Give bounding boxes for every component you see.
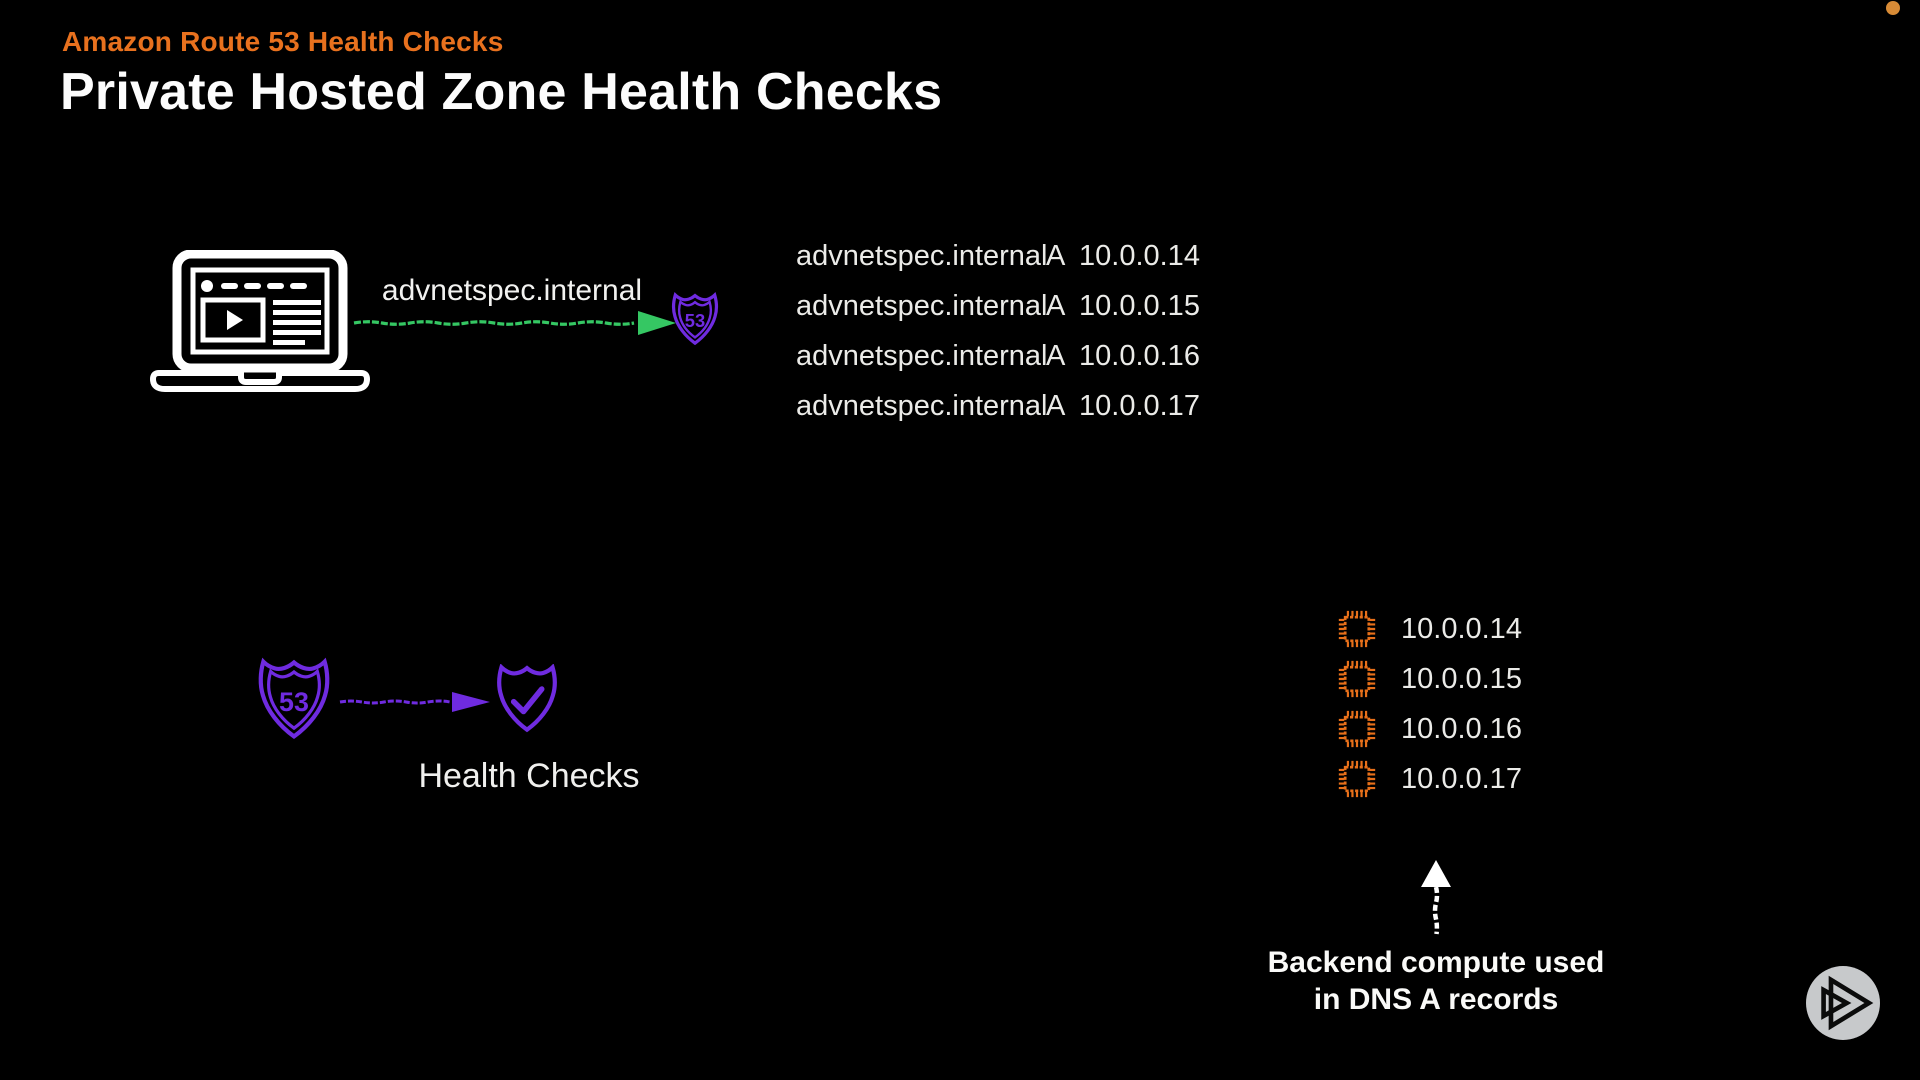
backend-host-ip: 10.0.0.15 [1401, 662, 1522, 695]
backend-host-row: 10.0.0.14 [1337, 604, 1522, 654]
dns-query-arrow-icon [352, 306, 682, 340]
backend-host-ip: 10.0.0.16 [1401, 712, 1522, 745]
backend-caption-line1: Backend compute used [1267, 946, 1605, 979]
backend-host-ip: 10.0.0.14 [1401, 612, 1522, 645]
cpu-chip-icon [1338, 760, 1376, 798]
cpu-chip-icon [1338, 660, 1376, 698]
route53-shield-icon-large: 53 [252, 656, 336, 748]
route53-badge-number: 53 [279, 687, 309, 717]
record-type: A [1046, 239, 1066, 272]
record-name: advnetspec.internal [796, 339, 1048, 372]
pluralsight-logo-button[interactable] [1806, 966, 1880, 1040]
record-name: advnetspec.internal [796, 239, 1048, 272]
cpu-chip-icon [1338, 710, 1376, 748]
up-arrow-icon [1418, 860, 1454, 936]
dns-record-row: advnetspec.internal A 10.0.0.16 [796, 331, 1200, 381]
kicker: Amazon Route 53 Health Checks [62, 26, 504, 57]
record-value: 10.0.0.15 [1079, 289, 1200, 322]
backend-caption: Backend compute used in DNS A records [1256, 944, 1616, 1018]
route53-badge-number: 53 [685, 310, 705, 331]
backend-host-row: 10.0.0.16 [1337, 704, 1522, 754]
dns-query-domain-label: advnetspec.internal [381, 274, 643, 307]
record-name: advnetspec.internal [796, 289, 1048, 322]
backend-host-list: 10.0.0.14 10.0.0.15 10.0.0.16 10.0.0.17 [1337, 604, 1522, 804]
pluralsight-logo-icon [1821, 975, 1874, 1031]
laptop-icon [145, 249, 375, 400]
health-checks-label: Health Checks [418, 757, 640, 795]
cpu-chip-icon [1338, 610, 1376, 648]
route53-shield-icon: 53 [668, 292, 722, 350]
record-type: A [1046, 339, 1066, 372]
dns-record-row: advnetspec.internal A 10.0.0.17 [796, 381, 1200, 431]
record-value: 10.0.0.14 [1079, 239, 1200, 272]
record-type: A [1046, 389, 1066, 422]
record-value: 10.0.0.17 [1079, 389, 1200, 422]
health-check-arrow-icon [338, 686, 502, 718]
dns-records-list: advnetspec.internal A 10.0.0.14 advnetsp… [796, 231, 1200, 431]
record-name: advnetspec.internal [796, 389, 1048, 422]
backend-caption-line2: in DNS A records [1313, 983, 1559, 1016]
backend-host-row: 10.0.0.15 [1337, 654, 1522, 704]
recording-indicator-dot [1886, 1, 1900, 15]
page-title: Private Hosted Zone Health Checks [60, 63, 943, 121]
record-value: 10.0.0.16 [1079, 339, 1200, 372]
dns-record-row: advnetspec.internal A 10.0.0.14 [796, 231, 1200, 281]
record-type: A [1046, 289, 1066, 322]
backend-host-ip: 10.0.0.17 [1401, 762, 1522, 795]
health-check-shield-icon [492, 663, 562, 738]
dns-record-row: advnetspec.internal A 10.0.0.15 [796, 281, 1200, 331]
backend-host-row: 10.0.0.17 [1337, 754, 1522, 804]
